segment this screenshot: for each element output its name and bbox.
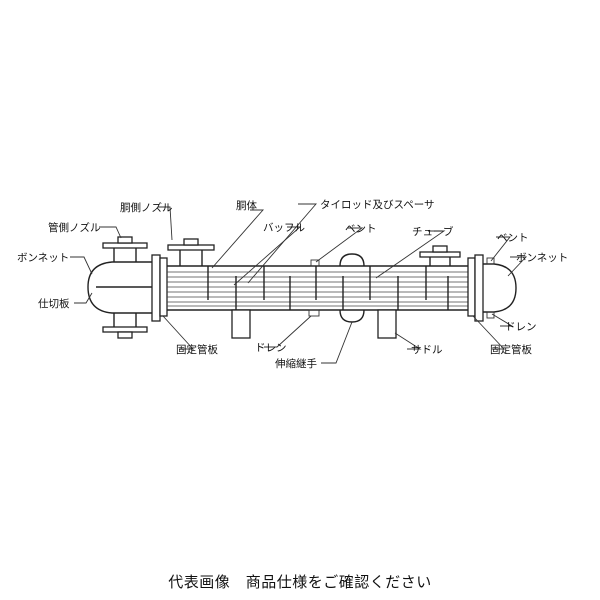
shell-body — [167, 238, 468, 323]
tube-bundle — [167, 271, 468, 307]
leader-lines — [70, 203, 528, 364]
baffles — [207, 266, 449, 310]
right-shell-nozzle — [419, 245, 461, 266]
label-expansion-joint: 伸縮継手 — [275, 357, 317, 370]
label-bonnet-right: ボンネット — [516, 252, 568, 264]
label-shell-nozzle: 胴側ノズル — [120, 201, 173, 214]
label-shell: 胴体 — [236, 200, 257, 212]
label-partition-plate: 仕切板 — [38, 297, 70, 310]
left-bonnet — [87, 236, 161, 339]
right-bonnet — [474, 254, 517, 322]
label-vent-right: ベント — [497, 232, 529, 244]
label-bonnet-left: ボンネット — [17, 252, 69, 264]
label-drain-right: ドレン — [505, 321, 537, 333]
label-baffle: バッフル — [263, 222, 305, 234]
label-fixed-tubesheet-right: 固定管板 — [490, 343, 532, 356]
label-tube: チューブ — [412, 225, 454, 238]
label-tie-rod-spacer: タイロッド及びスペーサ — [320, 199, 435, 211]
saddles — [231, 309, 397, 339]
fixed-tubesheet-right — [467, 257, 476, 317]
label-drain-center: ドレン — [255, 342, 287, 354]
label-vent-center: ベント — [345, 223, 377, 235]
fixed-tubesheet-left — [159, 257, 168, 317]
label-fixed-tubesheet-left: 固定管板 — [176, 343, 218, 356]
caption: 代表画像 商品仕様をご確認ください — [168, 573, 432, 591]
label-saddle: サドル — [411, 344, 443, 356]
label-tube-nozzle: 管側ノズル — [48, 221, 101, 234]
